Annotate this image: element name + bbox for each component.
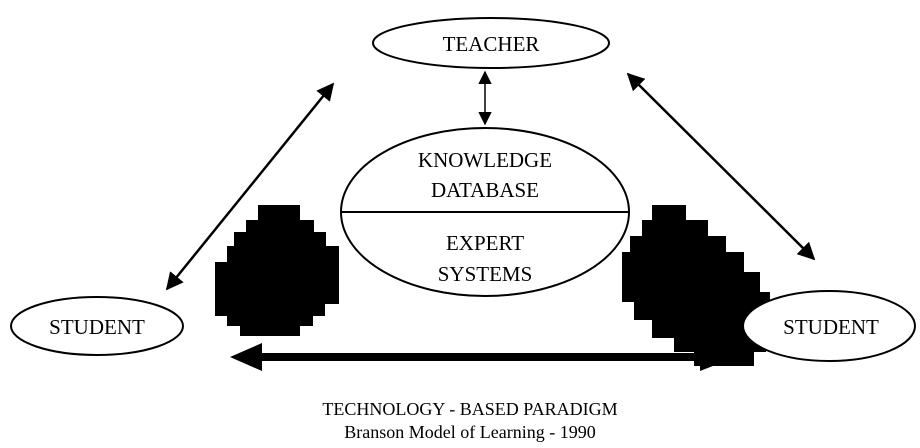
left-block-arrow [215, 205, 339, 336]
teacher-student-right-arrow [626, 72, 816, 261]
caption-title: TECHNOLOGY - BASED PARADIGM [322, 399, 617, 419]
student-student-arrow [230, 343, 736, 371]
expert-label-line1: EXPERT [446, 231, 524, 255]
expert-label-line2: SYSTEMS [438, 262, 533, 286]
student-right-node: STUDENT [742, 290, 916, 362]
right-block-arrow [622, 205, 770, 366]
knowledge-label-line1: KNOWLEDGE [418, 148, 552, 172]
student-right-label: STUDENT [783, 315, 879, 339]
student-left-node: STUDENT [10, 296, 184, 356]
teacher-node: TEACHER [372, 17, 610, 69]
teacher-student-left-arrow [165, 82, 335, 291]
caption-subtitle: Branson Model of Learning - 1990 [344, 422, 595, 442]
knowledge-expert-node: KNOWLEDGE DATABASE EXPERT SYSTEMS [340, 127, 630, 297]
knowledge-label-line2: DATABASE [431, 178, 539, 202]
teacher-label: TEACHER [443, 32, 540, 56]
student-left-label: STUDENT [49, 315, 145, 339]
